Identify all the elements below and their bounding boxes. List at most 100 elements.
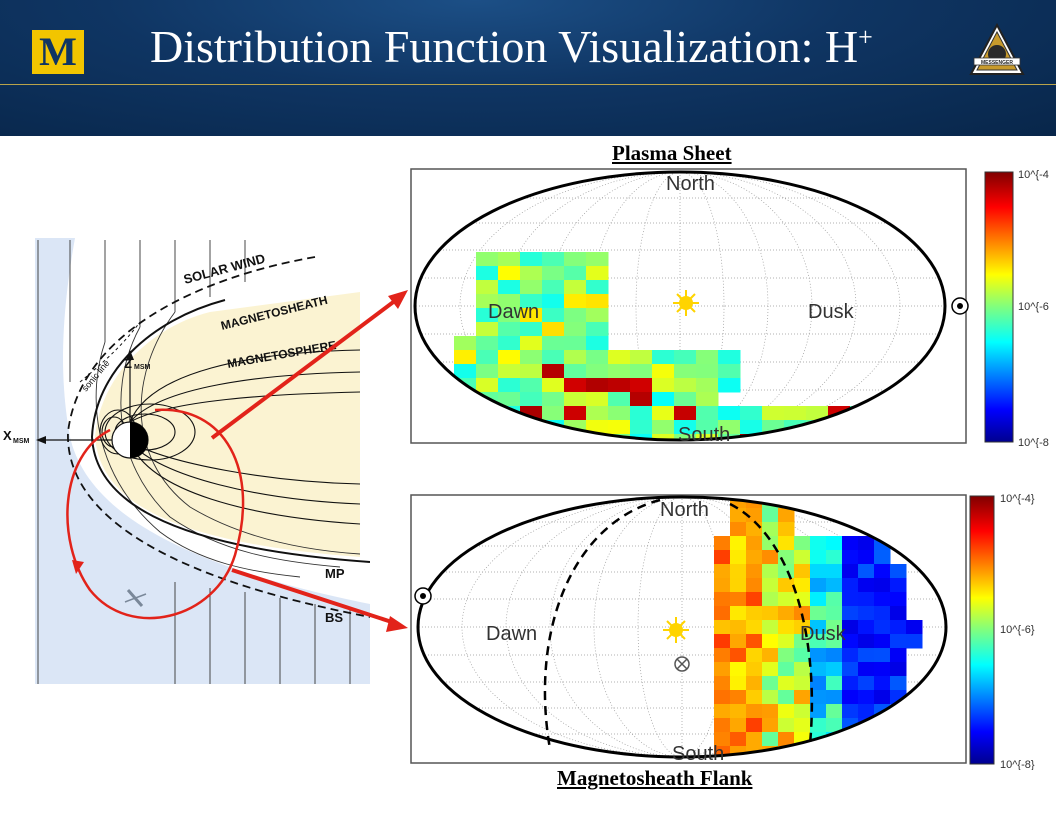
flux-cell <box>842 676 859 691</box>
flux-cell <box>564 350 587 365</box>
flux-cell <box>542 336 565 351</box>
flux-cell <box>696 434 719 440</box>
flux-cell <box>542 406 565 421</box>
flux-cell <box>730 564 747 579</box>
flux-cell <box>746 648 763 663</box>
flux-cell <box>874 634 891 649</box>
field-boundary-dashed <box>543 498 661 750</box>
flux-cell <box>714 606 731 621</box>
flux-cell <box>674 364 697 379</box>
flux-cell <box>874 592 891 607</box>
flux-cell <box>476 280 499 295</box>
flux-cell <box>746 522 763 537</box>
plasma-sheet-colorbar-mid: 10^{-6 <box>1018 301 1049 313</box>
flux-cell <box>746 578 763 593</box>
flux-cell <box>714 746 731 757</box>
flux-cell <box>874 662 891 677</box>
flux-cell <box>630 434 653 440</box>
flank-colorbar-max: 10^{-4} <box>1000 493 1035 505</box>
flux-cell <box>630 420 653 435</box>
flux-cell <box>794 592 811 607</box>
flux-cell <box>746 704 763 719</box>
flux-cell <box>794 634 811 649</box>
flux-cell <box>762 676 779 691</box>
magnetosheath-flank-title: Magnetosheath Flank <box>557 766 753 790</box>
flux-cell <box>586 378 609 393</box>
flux-cell <box>842 578 859 593</box>
flux-cell <box>498 266 521 281</box>
flux-cell <box>794 676 811 691</box>
flux-cell <box>520 294 543 309</box>
flux-cell <box>542 392 565 407</box>
flux-cell <box>564 280 587 295</box>
flux-cell <box>674 434 697 440</box>
flux-cell <box>794 648 811 663</box>
flux-cell <box>714 718 731 733</box>
flux-cell <box>778 634 795 649</box>
direction-marker-icon <box>414 587 432 605</box>
flux-cell <box>608 406 631 421</box>
flux-cell <box>520 378 543 393</box>
flux-cell <box>630 378 653 393</box>
flux-cell <box>794 704 811 719</box>
flux-cell <box>542 308 565 323</box>
flux-cell <box>762 620 779 635</box>
flux-cell <box>696 378 719 393</box>
flux-cell <box>874 550 891 565</box>
flux-cell <box>778 578 795 593</box>
flux-cell <box>476 308 499 323</box>
flux-cell <box>718 364 741 379</box>
flux-cell <box>826 578 843 593</box>
flux-cell <box>652 350 675 365</box>
flux-cell <box>826 550 843 565</box>
flux-cell <box>842 550 859 565</box>
flux-cell <box>730 704 747 719</box>
plasma-sheet-colorbar: 10^{-4 10^{-6 10^{-8 <box>984 169 1049 448</box>
flux-cell <box>730 634 747 649</box>
flux-cell <box>778 522 795 537</box>
flux-cell <box>476 364 499 379</box>
flux-cell <box>746 690 763 705</box>
flux-cell <box>826 662 843 677</box>
flux-cell <box>476 350 499 365</box>
flux-cell <box>718 378 741 393</box>
flux-cell <box>608 392 631 407</box>
flux-cell <box>608 350 631 365</box>
plasma-sheet-title: Plasma Sheet <box>612 141 732 165</box>
flux-cell <box>730 522 747 537</box>
flux-cell <box>498 280 521 295</box>
flux-cell <box>842 648 859 663</box>
flank-south-label: South <box>672 743 724 765</box>
flux-cell <box>826 718 843 733</box>
flux-cell <box>520 308 543 323</box>
flux-cell <box>858 564 875 579</box>
flux-cell <box>454 364 477 379</box>
flux-cell <box>542 364 565 379</box>
flux-cell <box>794 578 811 593</box>
flux-cell <box>730 592 747 607</box>
flux-cell <box>794 606 811 621</box>
flux-cell <box>542 322 565 337</box>
flux-cell <box>874 578 891 593</box>
flux-cell <box>586 322 609 337</box>
flux-cell <box>890 676 907 691</box>
flux-cell <box>842 536 859 551</box>
flux-cell <box>778 732 795 747</box>
flux-cell <box>652 434 675 440</box>
flux-cell <box>714 536 731 551</box>
flux-cell <box>714 676 731 691</box>
flux-cell <box>762 634 779 649</box>
flux-cell <box>778 648 795 663</box>
flux-cell <box>858 690 875 705</box>
flux-cell <box>476 266 499 281</box>
flux-cell <box>564 378 587 393</box>
flux-cell <box>874 690 891 705</box>
flux-cell <box>762 550 779 565</box>
flux-cell <box>652 420 675 435</box>
flux-cell <box>842 704 859 719</box>
flux-cell <box>784 406 807 421</box>
flux-cell <box>586 392 609 407</box>
flux-cell <box>810 564 827 579</box>
flux-cell <box>730 718 747 733</box>
flux-cell <box>674 406 697 421</box>
